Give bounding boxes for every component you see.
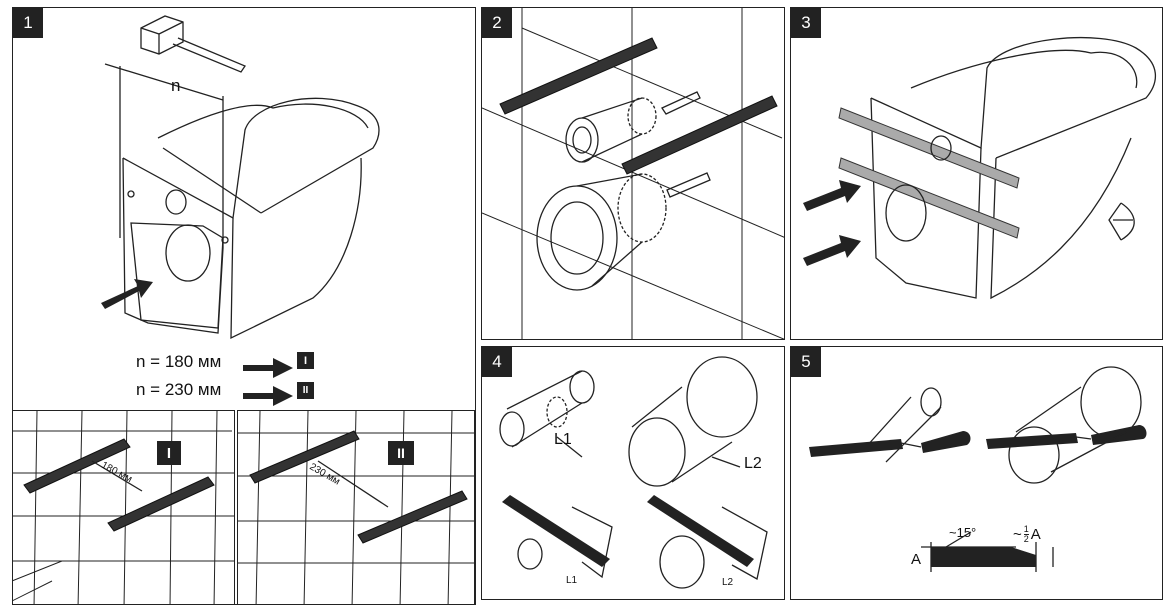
insert-arrow-icon (803, 235, 861, 266)
badge-II: II (388, 441, 414, 465)
step-1-panel: 1 n n = 180 мм n = 230 (12, 7, 476, 605)
step-number: 5 (791, 347, 821, 377)
saw-small (502, 495, 613, 579)
arrow-icon (243, 358, 293, 378)
eye-icon (1108, 202, 1135, 241)
length-L2-label: L2 (744, 455, 762, 472)
arrow-icon (243, 386, 293, 406)
step-number: 2 (482, 8, 512, 38)
wall-tiles-illustration (13, 411, 234, 604)
file-tool-right (986, 366, 1147, 484)
fraction: 1 2 (1023, 524, 1029, 544)
stud-bolt (23, 438, 215, 532)
ruler-lower (838, 157, 1020, 239)
saw-large (647, 495, 768, 589)
pipe-connectors-illustration (482, 8, 784, 339)
step-number: 4 (482, 347, 512, 377)
step-number: 3 (791, 8, 821, 38)
dimension-n-label: n (171, 76, 181, 95)
file-tool-left (809, 387, 971, 463)
step-1-option-I: I 180 мм (13, 410, 235, 604)
ruler-upper (838, 107, 1020, 189)
step-4-panel: 4 L1 L2 L1 L2 (481, 346, 785, 600)
stud-bolt (621, 95, 778, 175)
badge-I: I (297, 352, 314, 369)
length-L1-label: L1 (554, 431, 572, 448)
step-2-panel: 2 (481, 7, 785, 340)
deburring-illustration (809, 366, 1147, 572)
alignment-illustration (803, 36, 1157, 300)
fraction-numerator: 1 (1023, 524, 1029, 535)
length-L2-small-label: L2 (722, 577, 734, 588)
fraction-denominator: 2 (1023, 534, 1029, 544)
step-number: 1 (13, 8, 43, 38)
large-connector (628, 356, 758, 487)
toilet-illustration (101, 15, 380, 406)
small-connector (499, 370, 595, 458)
bevel-profile (921, 531, 1054, 572)
fraction-variable: A (1030, 526, 1041, 543)
badge-II: II (297, 382, 314, 399)
option-180-label: n = 180 мм (136, 352, 222, 371)
insert-arrow-icon (101, 279, 153, 309)
step-3-panel: 3 (790, 7, 1163, 340)
step-5-panel: 5 ~15° ~ 1 2 A (790, 346, 1163, 600)
insert-arrow-icon (803, 180, 861, 211)
toilet-bowl (122, 97, 380, 340)
bevel-ratio-label: ~ 1 2 A (1013, 525, 1041, 544)
length-L1-small-label: L1 (566, 575, 578, 586)
thickness-A-label: A (911, 551, 922, 568)
stud-bolt (499, 37, 658, 115)
step-1-option-II: II 230 мм (237, 410, 475, 604)
wall-tiles-illustration (238, 411, 474, 604)
approx-sign: ~ (1013, 526, 1022, 543)
tape-measure-icon (140, 15, 246, 73)
angle-label: ~15° (949, 525, 977, 540)
option-230-label: n = 230 мм (136, 380, 222, 399)
badge-I: I (157, 441, 181, 465)
cutting-illustration (499, 356, 768, 589)
